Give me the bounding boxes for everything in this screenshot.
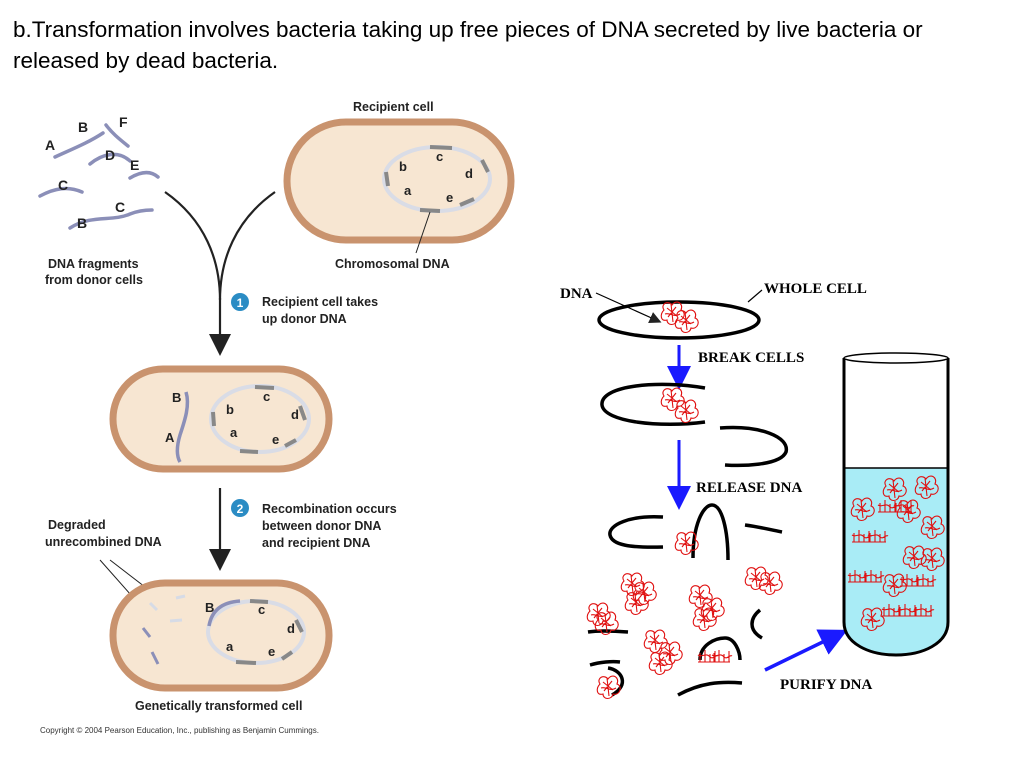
fragment-letter-D: D	[105, 147, 115, 163]
chromosome-genes	[384, 145, 490, 213]
transformed-cell	[109, 579, 333, 692]
cell2-letter-b: b	[226, 402, 234, 417]
purify-dna-label: PURIFY DNA	[780, 677, 873, 693]
cell2-letter-a: a	[230, 425, 238, 440]
step2-badge	[231, 499, 249, 517]
cell2-letter-e: e	[272, 432, 279, 447]
step2-text: Recombination occurs	[262, 502, 397, 516]
arrow-purify-dna	[764, 629, 848, 672]
fragment-letter-B2: B	[77, 215, 87, 231]
cell2-letter-d: d	[291, 407, 299, 422]
cell3-letter-a: a	[226, 639, 234, 654]
cell3-letters: B c d a e	[205, 600, 295, 659]
whole-cell-label: WHOLE CELL	[764, 281, 867, 297]
step2-text-2: between donor DNA	[262, 519, 381, 533]
degraded-fragments	[141, 594, 186, 665]
step1-number: 1	[237, 296, 244, 310]
cell2-letter-B: B	[172, 390, 181, 405]
step1-text: Recipient cell takes	[262, 295, 378, 309]
donor-dna-strand	[175, 391, 190, 463]
broken-cell-half-1	[600, 382, 706, 427]
cell2-letter-A: A	[165, 430, 175, 445]
recipient-cell-label: Recipient cell	[353, 100, 434, 114]
dna-blob-broken-2	[674, 399, 699, 424]
chromosome-letter-d: d	[465, 166, 473, 181]
fragment-letter-A: A	[45, 137, 55, 153]
fragment-letter-F: F	[119, 114, 128, 130]
chromosome-letter-c: c	[436, 149, 443, 164]
release-dna-label: RELEASE DNA	[696, 480, 802, 496]
right-figure: DNA WHOLE CELL BREAK CELLS RELEASE DNA	[560, 281, 950, 700]
dna-fragments	[38, 123, 160, 230]
step2-text-3: and recipient DNA	[262, 536, 370, 550]
fragment-letter-E: E	[130, 157, 139, 173]
degraded-label-2: unrecombined DNA	[45, 535, 162, 549]
converging-lines	[164, 191, 276, 301]
recipient-cell	[283, 118, 515, 244]
transformed-cell-label: Genetically transformed cell	[135, 699, 302, 713]
fragment-letter-B: B	[78, 119, 88, 135]
chromosome-letter-b: b	[399, 159, 407, 174]
broken-cell-half-2	[719, 425, 788, 468]
cell3-letter-e: e	[268, 644, 275, 659]
slide-heading: b.Transformation involves bacteria takin…	[13, 17, 923, 73]
test-tube	[842, 352, 950, 657]
cell-with-donor-dna	[109, 365, 333, 473]
step1-text-2: up donor DNA	[262, 312, 347, 326]
chromosomal-dna-label: Chromosomal DNA	[335, 257, 450, 271]
dna-label: DNA	[560, 286, 593, 302]
recombined-dna	[207, 599, 241, 627]
left-figure: A B F D E C B C DNA fragments from donor…	[38, 100, 515, 735]
cell-debris	[587, 503, 783, 697]
cell3-letter-B: B	[205, 600, 214, 615]
chromosome-3-genes	[235, 599, 304, 665]
chromosome-2-genes	[211, 385, 307, 454]
cell3-letter-d: d	[287, 621, 295, 636]
cell3-letter-c: c	[258, 602, 265, 617]
chromosomal-dna-pointer	[415, 211, 431, 254]
dna-fragments-label-2: from donor cells	[45, 273, 143, 287]
cell2-letters: B A b c d a e	[165, 389, 299, 447]
degraded-label: Degraded	[48, 518, 106, 532]
cell2-letter-c: c	[263, 389, 270, 404]
break-cells-label: BREAK CELLS	[698, 350, 804, 366]
whole-cell-pointer	[747, 289, 763, 303]
fragment-letter-C2: C	[115, 199, 125, 215]
fragment-letter-C: C	[58, 177, 68, 193]
dna-blob-cell-2	[674, 309, 699, 334]
chromosome-letter-a: a	[404, 183, 412, 198]
copyright: Copyright © 2004 Pearson Education, Inc.…	[40, 726, 319, 735]
dna-blob-broken	[660, 387, 685, 412]
fragment-letters: A B F D E C B C	[45, 114, 139, 231]
chromosome-letters: b c d a e	[399, 149, 473, 205]
chromosome-letter-e: e	[446, 190, 453, 205]
dna-fragments-label: DNA fragments	[48, 257, 139, 271]
step2-number: 2	[237, 502, 244, 516]
step1-badge	[231, 293, 249, 311]
